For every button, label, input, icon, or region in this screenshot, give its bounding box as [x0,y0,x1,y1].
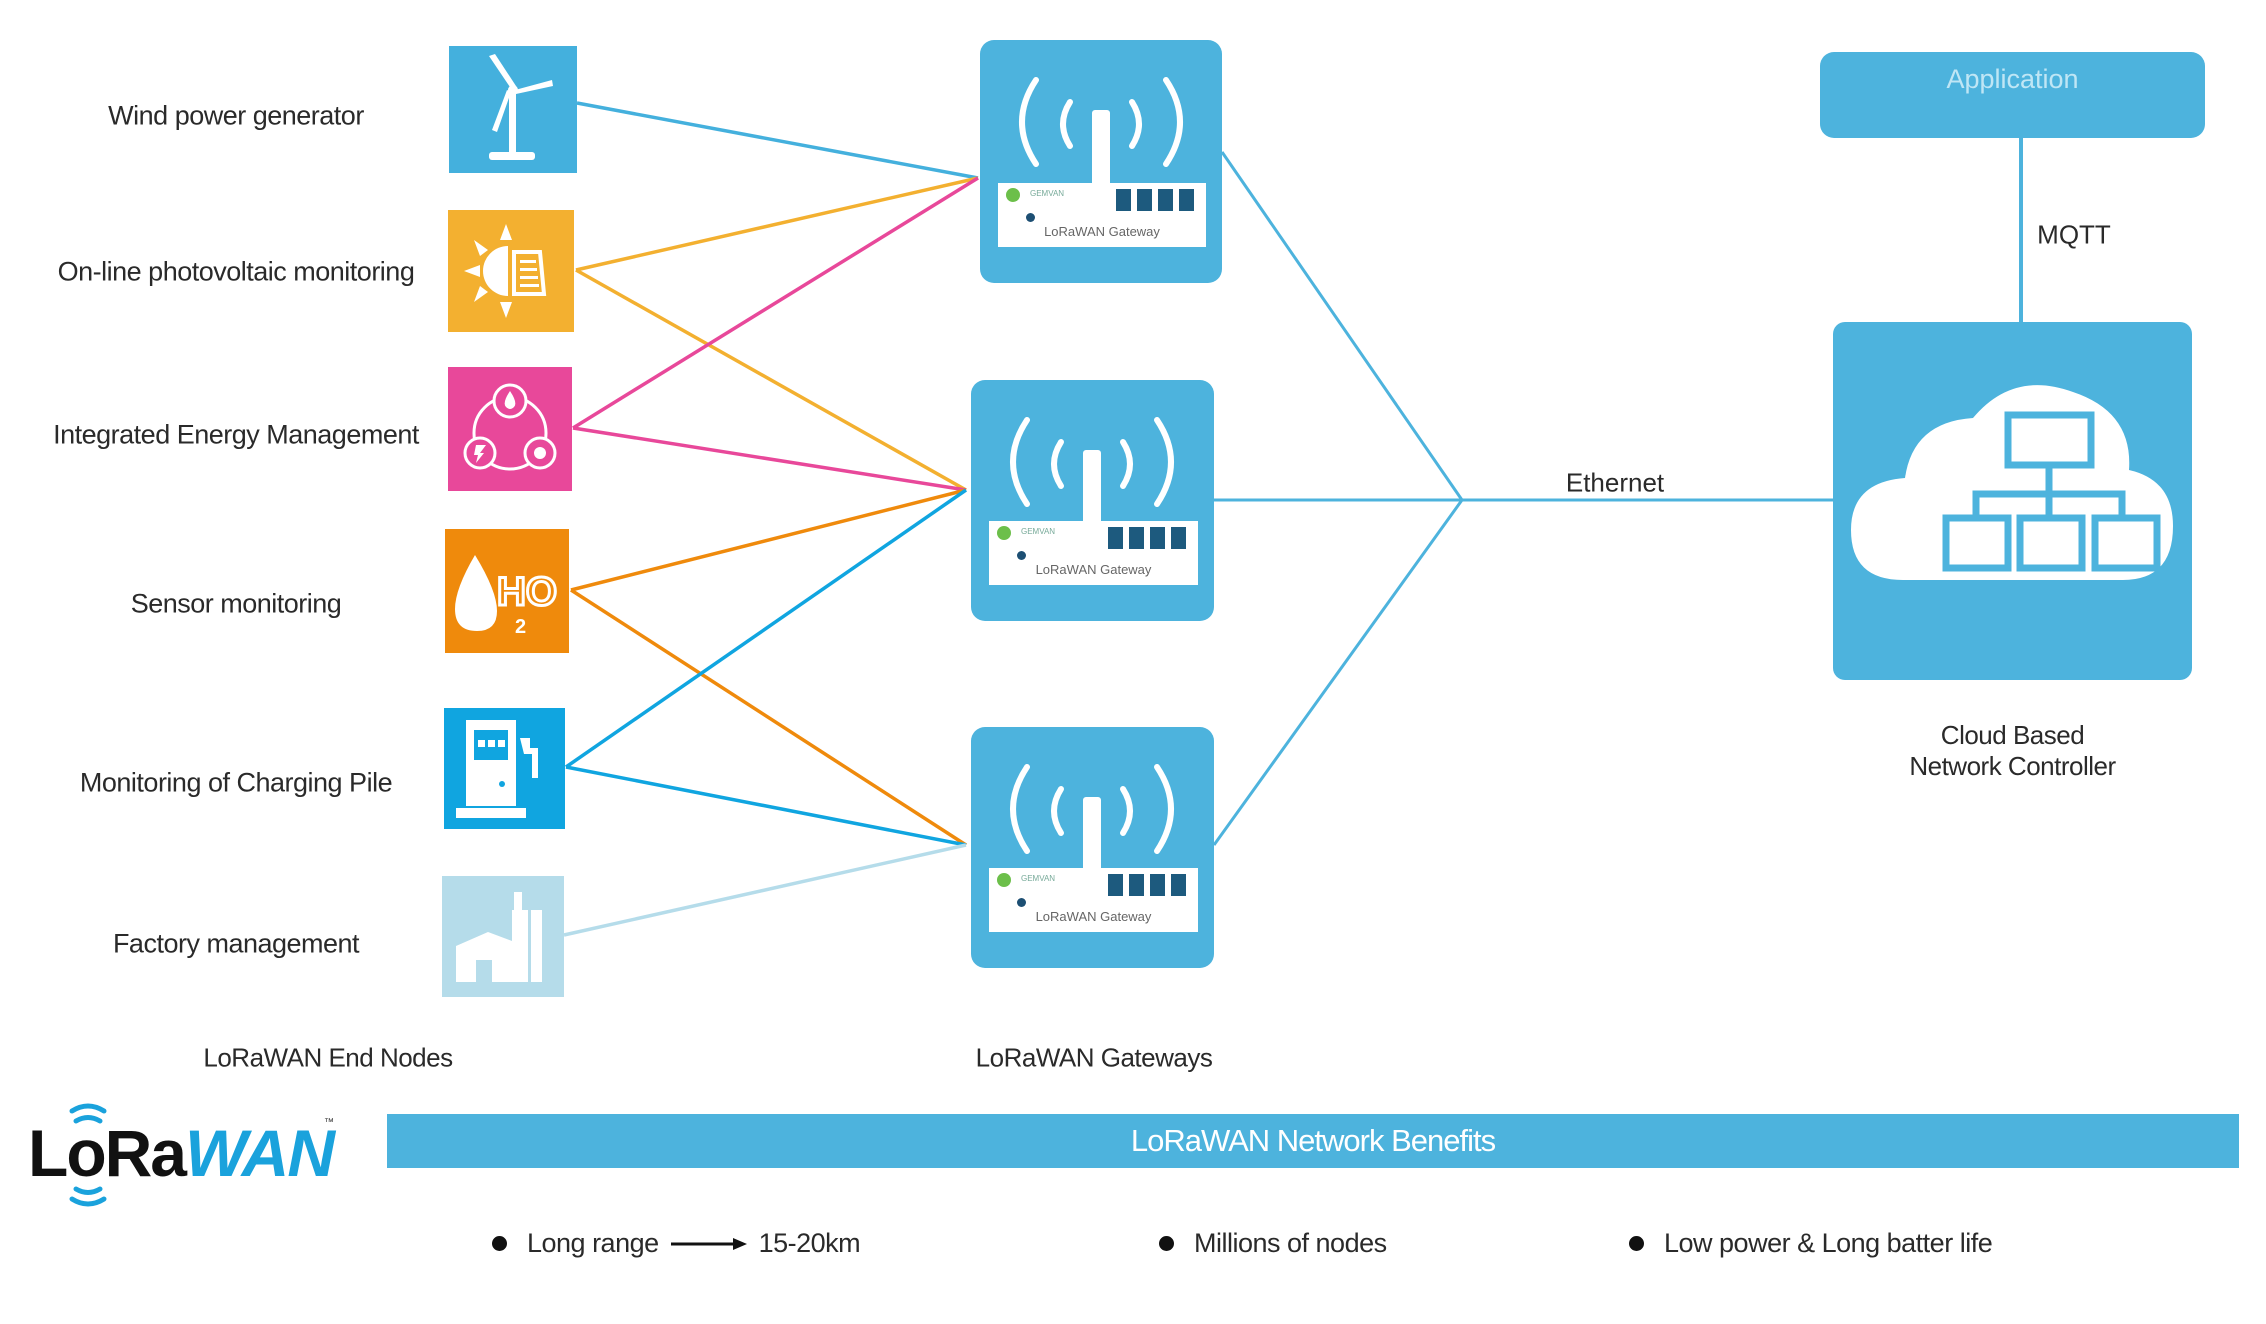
gateway-device-plate: GEMVAN LoRaWAN Gateway [989,868,1198,932]
antenna-signal-icon [1019,77,1183,186]
brand-logo-icon [997,526,1011,540]
benefit-low-power: Low power & Long batter life [1629,1228,1993,1259]
cloud-network-icon [1851,385,2173,580]
mqtt-label: MQTT [2037,219,2111,250]
node-label-energy: Integrated Energy Management [53,419,419,450]
ethernet-ports [1108,874,1186,896]
ethernet-line-gateway-1 [1220,151,1464,501]
wind-turbine-icon[interactable] [449,46,577,173]
node-label-sensor: Sensor monitoring [130,588,342,619]
gateway-plate-label: LoRaWAN Gateway [1035,909,1152,924]
status-led [1017,898,1026,907]
gateway-brand: GEMVAN [1030,189,1065,198]
logo-wan: WAN [185,1116,335,1190]
antenna-signal-icon [1010,417,1174,526]
gateway-brand: GEMVAN [1021,527,1056,536]
application-box[interactable]: Application [1820,52,2205,138]
link-3 [575,268,967,492]
gateways-section-label: LoRaWAN Gateways [975,1042,1213,1073]
node-label-photovoltaic: On-line photovoltaic monitoring [57,256,415,287]
cloud-caption-line2: Network Controller [1909,751,2116,781]
gateway-3[interactable]: GEMVAN LoRaWAN Gateway [971,727,1214,968]
arrow-right-icon [670,1236,747,1252]
gateway-brand: GEMVAN [1021,874,1056,883]
gateway-device-plate: GEMVAN LoRaWAN Gateway [989,521,1198,585]
benefits-banner: LoRaWAN Network Benefits [387,1114,2239,1168]
benefit-text: Millions of nodes [1194,1228,1387,1258]
link-7 [570,588,967,847]
svg-text:2: 2 [515,616,526,638]
status-led [1026,213,1035,222]
node-label-charging: Monitoring of Charging Pile [79,767,393,798]
benefit-millions-of-nodes: Millions of nodes [1159,1228,1387,1259]
brand-logo-icon [1006,188,1020,202]
brand-logo-icon [997,873,1011,887]
ethernet-ports [1108,527,1186,549]
ethernet-line-gateway-3 [1212,499,1464,846]
node-label-wind: Wind power generator [108,100,364,131]
signal-waves-icon [69,1103,107,1207]
svg-text:HO: HO [497,570,557,614]
link-5 [572,426,967,492]
antenna-signal-icon [1010,764,1174,873]
benefits-title: LoRaWAN Network Benefits [1130,1123,1496,1158]
ethernet-ports [1116,189,1194,211]
application-label: Application [1946,64,2079,94]
gateway-2[interactable]: GEMVAN LoRaWAN Gateway [971,380,1214,621]
link-8 [565,488,967,769]
cloud-network-controller[interactable] [1833,322,2192,680]
link-9 [565,765,967,847]
end-nodes-section-label: LoRaWAN End Nodes [203,1042,453,1073]
bullet-icon [492,1236,507,1251]
link-4 [572,176,979,430]
benefit-text: Long range [527,1228,659,1258]
cloud-caption: Cloud Based Network Controller [1833,720,2192,782]
lorawan-logo: LoRaWAN ™ [28,1095,348,1215]
water-h2o-icon[interactable]: HO 2 [445,529,569,653]
logo-lora: LoRa [28,1116,187,1190]
link-10 [563,843,967,937]
gateway-device-plate: GEMVAN LoRaWAN Gateway [998,183,1206,247]
status-led [1017,551,1026,560]
factory-icon[interactable] [442,876,564,997]
link-1 [576,101,979,180]
benefit-range-value: 15-20km [758,1228,861,1258]
gateway-plate-label: LoRaWAN Gateway [1035,562,1152,577]
benefit-text: Low power & Long batter life [1664,1228,1993,1258]
ethernet-label: Ethernet [1565,467,1665,498]
node-label-factory: Factory management [112,928,360,959]
cloud-caption-line1: Cloud Based [1940,720,2085,750]
solar-panel-icon[interactable] [448,210,574,332]
link-2 [575,176,979,272]
charging-pile-icon[interactable] [444,708,565,829]
benefit-long-range: Long range 15-20km [492,1228,861,1259]
energy-cycle-icon[interactable] [448,367,572,491]
logo-trademark: ™ [324,1117,334,1128]
bullet-icon [1629,1236,1644,1251]
gateway-1[interactable]: GEMVAN LoRaWAN Gateway [980,40,1222,283]
gateway-plate-label: LoRaWAN Gateway [1044,224,1160,239]
bullet-icon [1159,1236,1174,1251]
link-6 [570,488,967,592]
